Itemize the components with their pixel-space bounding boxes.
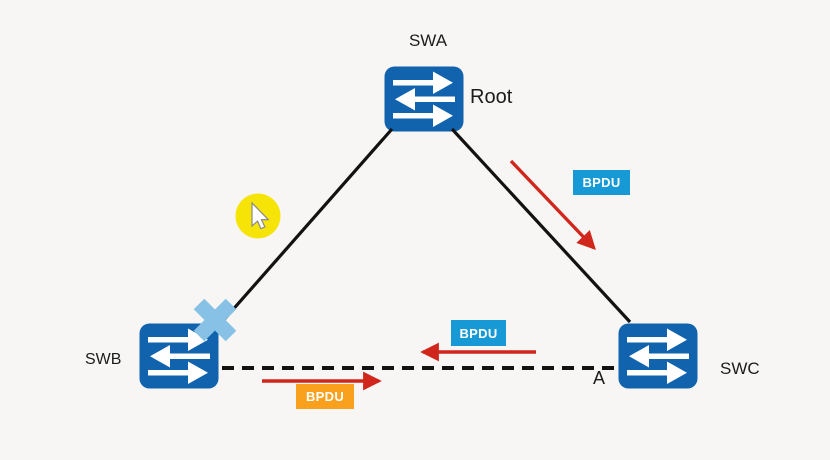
switch-icon-swa: [384, 66, 464, 132]
root-bridge-label: Root: [470, 86, 513, 108]
bpdu-badge-forward: BPDU: [296, 384, 354, 409]
bpdu-badge-reverse: BPDU: [451, 320, 506, 346]
node-label-swa: SWA: [408, 31, 448, 50]
mouse-cursor-icon: [251, 201, 270, 230]
link-swa-swb: [220, 127, 394, 324]
switch-arrows: [627, 328, 689, 384]
switch-icon-swb: [139, 323, 219, 389]
node-label-swb: SWB: [85, 351, 122, 368]
bpdu-badge-downlink: BPDU: [573, 170, 630, 195]
switch-icon-swc: [618, 323, 698, 389]
node-label-swc: SWC: [720, 359, 760, 378]
port-a-label: A: [592, 368, 605, 388]
cursor-highlight-circle: [235, 193, 281, 239]
link-swa-swc: [450, 127, 632, 324]
switch-arrows: [393, 71, 455, 127]
